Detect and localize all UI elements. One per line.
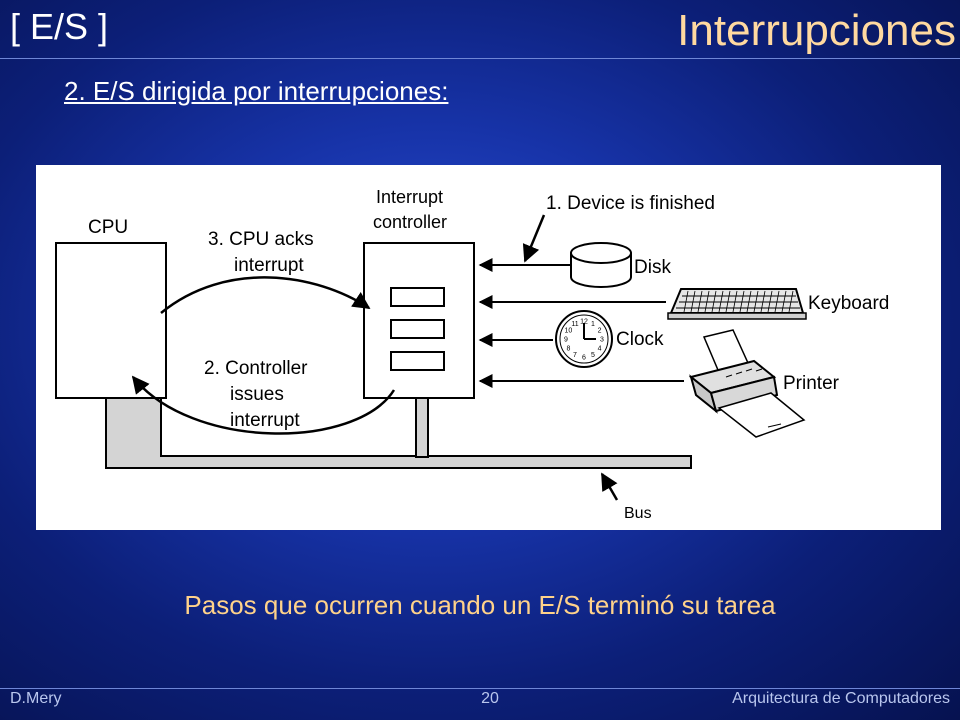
clock-numeral: 1 <box>591 321 595 328</box>
footer-author: D.Mery <box>10 690 62 707</box>
clock-numeral: 3 <box>600 337 604 344</box>
clock-numeral: 4 <box>598 346 602 353</box>
disk-label: Disk <box>634 257 671 278</box>
cpu-box <box>55 242 167 399</box>
subtitle: 2. E/S dirigida por interrupciones: <box>64 76 449 106</box>
clock-numeral: 8 <box>566 346 570 353</box>
caption: Pasos que ocurren cuando un E/S terminó … <box>184 590 776 620</box>
clock-numeral: 11 <box>571 321 578 328</box>
bus-pointer <box>600 472 619 501</box>
section-tag: [ E/S ] <box>10 6 109 47</box>
step1-pointer <box>522 214 546 263</box>
bus-label: Bus <box>624 505 652 522</box>
disk-icon <box>570 242 632 288</box>
keyboard-label: Keyboard <box>808 293 889 314</box>
bus-drop-controller <box>415 394 429 458</box>
step2-line1: 2. Controller <box>204 358 308 379</box>
ack-arrow <box>160 276 371 314</box>
clock-numeral: 10 <box>565 328 573 335</box>
step3-line1: 3. CPU acks <box>208 229 314 250</box>
slide-title: Interrupciones <box>677 6 956 55</box>
clock-numeral: 9 <box>564 337 568 344</box>
controller-label-line2: controller <box>373 212 447 232</box>
bus <box>105 396 692 469</box>
controller-slot-3 <box>390 351 445 371</box>
cpu-label: CPU <box>88 217 128 238</box>
printer-icon <box>688 329 806 438</box>
controller-slot-1 <box>390 287 445 307</box>
step2-line3: interrupt <box>230 410 300 431</box>
clock-numeral: 5 <box>591 352 595 359</box>
keyboard-icon <box>667 288 807 320</box>
interrupt-arrow <box>131 375 396 435</box>
footer-page-number: 20 <box>481 690 499 707</box>
printer-label: Printer <box>783 373 840 394</box>
diagram-canvas: CPU Interrupt controller 3. CPU acks int… <box>55 187 889 522</box>
controller-label-line1: Interrupt <box>376 187 443 207</box>
clock-numeral: 2 <box>598 328 602 335</box>
step3-line2: interrupt <box>234 255 304 276</box>
footer-divider <box>0 688 960 689</box>
step2-line2: issues <box>230 384 284 405</box>
clock-numeral: 6 <box>582 355 586 362</box>
clock-numeral: 12 <box>580 319 588 326</box>
step1-label: 1. Device is finished <box>546 193 715 214</box>
header-divider <box>0 58 960 59</box>
interrupt-diagram: CPU Interrupt controller 3. CPU acks int… <box>36 165 941 530</box>
clock-numeral: 7 <box>573 352 577 359</box>
footer-course: Arquitectura de Computadores <box>732 690 950 707</box>
clock-label: Clock <box>616 329 664 350</box>
controller-slot-2 <box>390 319 445 339</box>
